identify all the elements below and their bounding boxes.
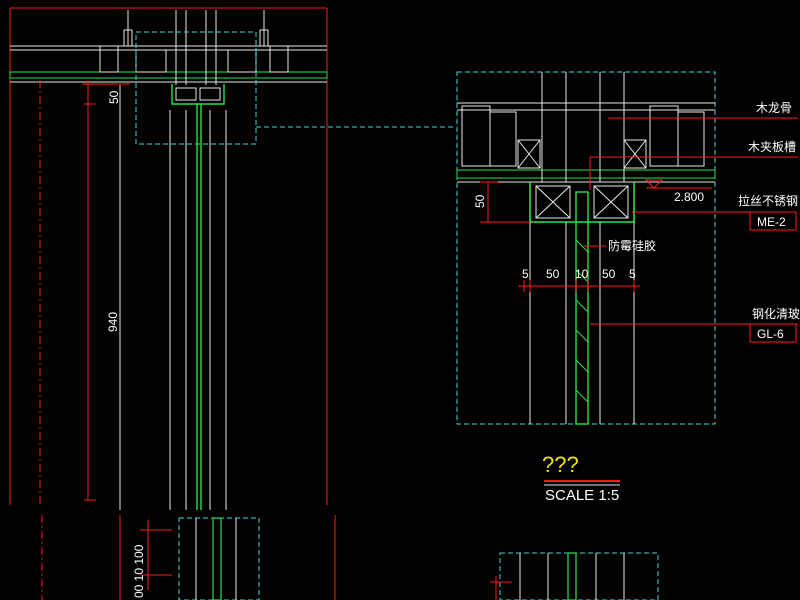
level-value: 2.800 — [674, 190, 704, 204]
detail-section — [456, 71, 798, 425]
tag-gl6: GL-6 — [757, 327, 784, 341]
tag-box-me2 — [749, 211, 797, 231]
left-section — [9, 7, 455, 510]
callout-silicone: 防霉硅胶 — [608, 238, 656, 253]
tag-box-gl6 — [749, 323, 797, 343]
callout-wood-keel: 木龙骨 — [756, 101, 792, 115]
dim-bottom-left: 00 10 100 — [132, 544, 146, 598]
detail-scale: SCALE 1:5 — [545, 487, 619, 504]
dim-h-3: 10 — [575, 267, 589, 281]
tag-me2: ME-2 — [757, 215, 786, 229]
dim-h-2: 50 — [546, 267, 560, 281]
dim-h-5: 5 — [629, 267, 636, 281]
detail-title: ??? — [542, 452, 579, 477]
dim-h-1: 5 — [522, 267, 529, 281]
callout-plywood-slot: 木夹板槽 — [748, 140, 796, 154]
callout-brushed-steel: 拉丝不锈钢 — [738, 193, 798, 208]
dim-detail-vertical: 50 — [473, 194, 487, 208]
dim-left-main: 940 — [106, 312, 120, 332]
dim-left-top: 50 — [107, 90, 121, 104]
callout-tempered-glass: 钢化清玻 — [752, 307, 800, 321]
dim-h-4: 50 — [602, 267, 616, 281]
bottom-sections — [41, 515, 659, 600]
